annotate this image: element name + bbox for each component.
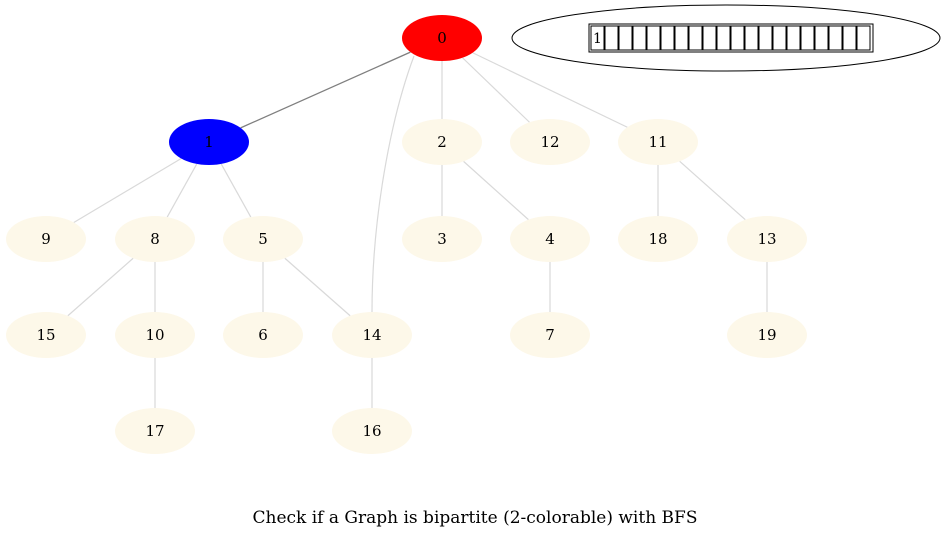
node-13-shape xyxy=(727,216,807,262)
queue-cell xyxy=(632,25,647,51)
node-14-label: 14 xyxy=(362,326,381,344)
edge-8-15 xyxy=(67,257,134,317)
queue-cell xyxy=(702,25,717,51)
node-3-label: 3 xyxy=(437,230,447,248)
node-11-shape xyxy=(618,119,698,165)
node-17-label: 17 xyxy=(145,422,164,440)
queue-cell xyxy=(618,25,633,51)
node-15: 15 xyxy=(6,312,86,358)
node-1-label: 1 xyxy=(204,133,214,151)
node-12-shape xyxy=(510,119,590,165)
node-3-shape xyxy=(402,216,482,262)
node-13: 13 xyxy=(727,216,807,262)
node-8-label: 8 xyxy=(150,230,160,248)
node-0: 0 xyxy=(402,15,482,61)
node-19-label: 19 xyxy=(757,326,776,344)
node-16-label: 16 xyxy=(362,422,381,440)
node-9-shape xyxy=(6,216,86,262)
node-5-label: 5 xyxy=(258,230,268,248)
node-1-shape xyxy=(169,119,249,165)
queue-cell xyxy=(604,25,619,51)
caption: Check if a Graph is bipartite (2-colorab… xyxy=(252,508,698,528)
edges-layer xyxy=(67,51,768,408)
node-4: 4 xyxy=(510,216,590,262)
queue-cell xyxy=(730,25,745,51)
edge-5-14 xyxy=(284,257,351,317)
queue-cell xyxy=(786,25,801,51)
node-6: 6 xyxy=(223,312,303,358)
node-8-shape xyxy=(115,216,195,262)
node-13-label: 13 xyxy=(757,230,776,248)
node-19: 19 xyxy=(727,312,807,358)
node-1: 1 xyxy=(169,119,249,165)
node-18: 18 xyxy=(618,216,698,262)
queue-cell xyxy=(744,25,759,51)
node-0-shape xyxy=(402,15,482,61)
node-12-label: 12 xyxy=(540,133,559,151)
queue-cell xyxy=(800,25,815,51)
queue-cell xyxy=(646,25,661,51)
node-9: 9 xyxy=(6,216,86,262)
queue-cell xyxy=(814,25,829,51)
queue-cell xyxy=(674,25,689,51)
node-11-label: 11 xyxy=(648,133,667,151)
node-5: 5 xyxy=(223,216,303,262)
node-9-label: 9 xyxy=(41,230,51,248)
node-16: 16 xyxy=(332,408,412,454)
queue-cell xyxy=(716,25,731,51)
node-17: 17 xyxy=(115,408,195,454)
node-7-shape xyxy=(510,312,590,358)
edge-1-5 xyxy=(220,163,252,218)
queue-border xyxy=(588,23,874,53)
node-6-shape xyxy=(223,312,303,358)
queue-panel: 1 xyxy=(511,4,941,72)
queue-cell-value: 1 xyxy=(593,31,602,47)
node-11: 11 xyxy=(618,119,698,165)
queue-cell xyxy=(758,25,773,51)
queue-cell xyxy=(688,25,703,51)
edge-0-12 xyxy=(462,57,530,123)
node-7: 7 xyxy=(510,312,590,358)
edge-1-9 xyxy=(73,158,182,223)
node-8: 8 xyxy=(115,216,195,262)
node-5-shape xyxy=(223,216,303,262)
node-2-label: 2 xyxy=(437,133,447,151)
node-14-shape xyxy=(332,312,412,358)
edge-11-13 xyxy=(679,160,746,221)
queue-cell xyxy=(842,25,857,51)
node-12: 12 xyxy=(510,119,590,165)
edge-1-8 xyxy=(166,163,198,218)
node-4-label: 4 xyxy=(545,230,555,248)
node-16-shape xyxy=(332,408,412,454)
node-10-shape xyxy=(115,312,195,358)
node-6-label: 6 xyxy=(258,326,268,344)
node-0-label: 0 xyxy=(437,29,447,47)
edge-2-4 xyxy=(463,160,529,221)
queue-cell xyxy=(856,25,871,51)
node-15-label: 15 xyxy=(36,326,55,344)
node-18-shape xyxy=(618,216,698,262)
node-3: 3 xyxy=(402,216,482,262)
node-15-shape xyxy=(6,312,86,358)
node-10: 10 xyxy=(115,312,195,358)
queue-cell xyxy=(590,25,605,51)
edge-0-1 xyxy=(240,51,411,129)
queue-cell xyxy=(828,25,843,51)
node-2: 2 xyxy=(402,119,482,165)
node-18-label: 18 xyxy=(648,230,667,248)
node-14: 14 xyxy=(332,312,412,358)
edge-0-11 xyxy=(472,52,628,128)
node-7-label: 7 xyxy=(545,326,555,344)
node-4-shape xyxy=(510,216,590,262)
node-2-shape xyxy=(402,119,482,165)
node-10-label: 10 xyxy=(145,326,164,344)
node-19-shape xyxy=(727,312,807,358)
queue-cell xyxy=(772,25,787,51)
edge-0-14 xyxy=(371,55,415,313)
queue-cell xyxy=(660,25,675,51)
node-17-shape xyxy=(115,408,195,454)
